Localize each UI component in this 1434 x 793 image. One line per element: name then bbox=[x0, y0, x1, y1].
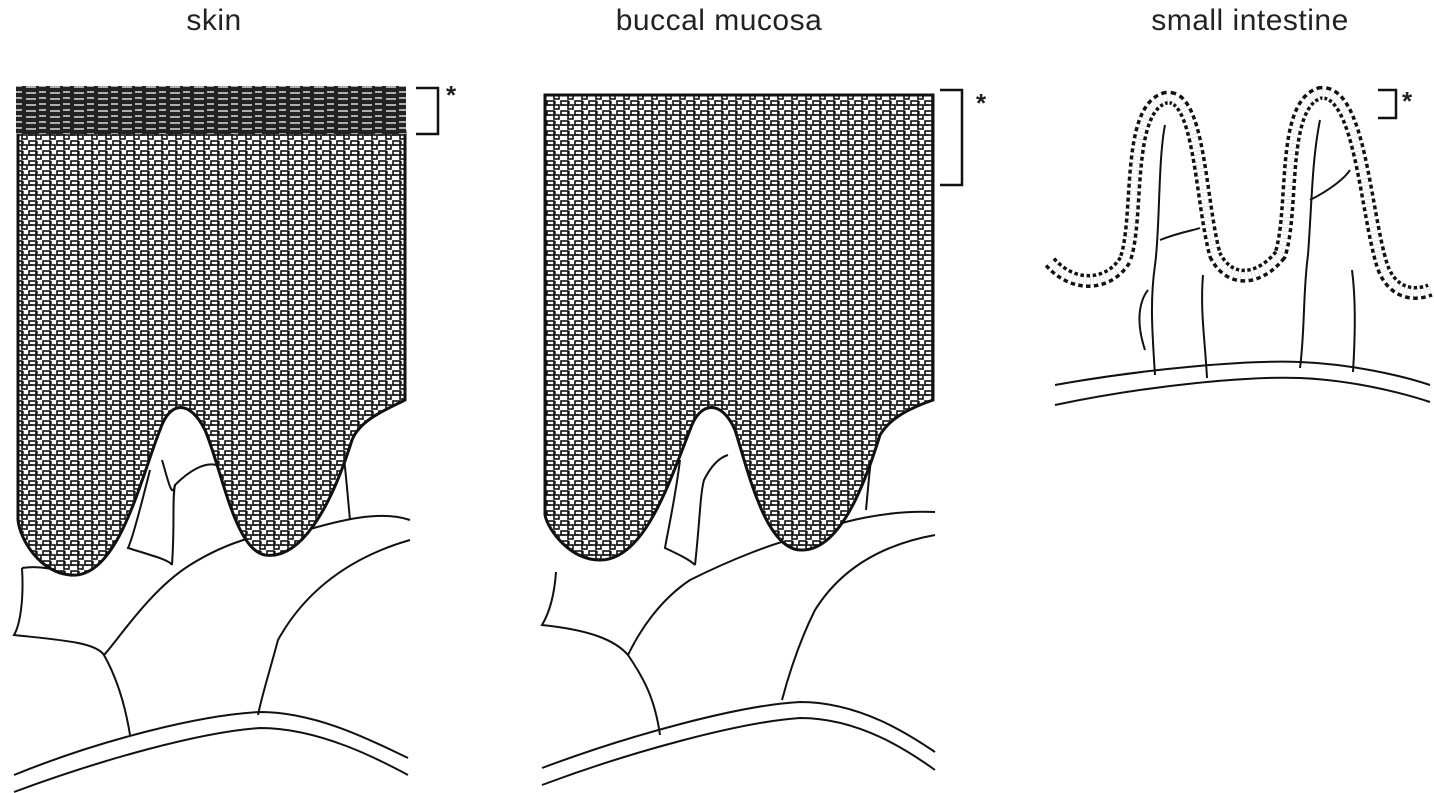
intestine-villus-core-left bbox=[1152, 125, 1165, 375]
skin-bracket bbox=[416, 88, 438, 134]
intestine-epithelium bbox=[1050, 93, 1430, 293]
skin-keratin-layer bbox=[16, 86, 406, 134]
buccal-epithelium bbox=[545, 95, 933, 560]
buccal-bracket bbox=[940, 90, 962, 185]
skin-basement-line bbox=[14, 712, 408, 775]
intestine-basement-line bbox=[1055, 362, 1430, 385]
intestine-diagram bbox=[1055, 120, 1430, 405]
intestine-bracket bbox=[1378, 90, 1396, 118]
skin-epidermis bbox=[18, 132, 405, 575]
